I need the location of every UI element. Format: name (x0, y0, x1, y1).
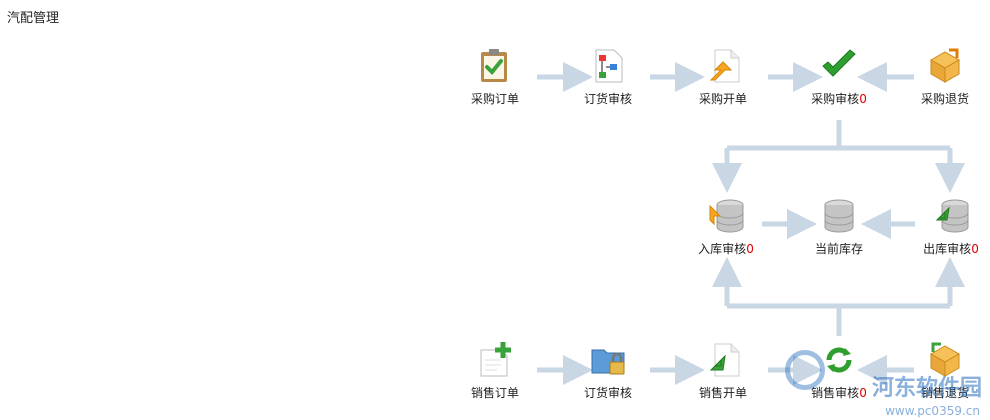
database-out-icon (935, 199, 969, 233)
node-sales-invoice[interactable]: 销售开单 (683, 340, 763, 401)
pending-count: 0 (971, 242, 979, 256)
document-arrow-icon (709, 49, 740, 83)
pending-count: 0 (859, 92, 867, 106)
node-purchase-order[interactable]: 采购订单 (455, 46, 535, 107)
green-refresh-icon (826, 347, 852, 373)
node-label: 订货审核 (583, 92, 632, 106)
watermark-logo-icon (785, 350, 825, 390)
node-label: 订货审核 (583, 386, 632, 400)
node-label: 销售订单 (470, 386, 519, 400)
node-label: 采购订单 (470, 92, 519, 106)
pending-count: 0 (859, 386, 867, 400)
node-purchase-order-review[interactable]: 订货审核 (568, 46, 648, 107)
node-purchase-invoice[interactable]: 采购开单 (683, 46, 763, 107)
node-sales-order[interactable]: 销售订单 (455, 340, 535, 401)
pending-count: 0 (746, 242, 754, 256)
node-label: 采购开单 (698, 92, 747, 106)
document-plus-icon (480, 342, 511, 377)
document-down-icon (709, 343, 740, 377)
page-title: 汽配管理 (7, 11, 60, 26)
node-stock-in-review[interactable]: 入库审核0 (686, 196, 766, 257)
node-label: 销售退货 (920, 386, 969, 400)
box-return-icon (929, 342, 961, 377)
node-label: 当前库存 (814, 242, 863, 256)
watermark-text: 河东软件园 (871, 375, 982, 401)
flowchart-icon (595, 49, 623, 83)
node-stock-out-review[interactable]: 出库审核0 (911, 196, 990, 257)
node-purchase-review[interactable]: 采购审核0 (799, 46, 879, 107)
node-purchase-return[interactable]: 采购退货 (905, 46, 985, 107)
node-label: 入库审核 (698, 242, 747, 256)
node-label: 采购退货 (920, 92, 969, 106)
watermark-url: www.pc0359.cn (885, 404, 980, 418)
green-check-icon (822, 49, 856, 77)
node-sales-return[interactable]: 销售退货 (905, 340, 985, 401)
database-icon (824, 199, 854, 233)
node-label: 出库审核 (923, 242, 972, 256)
box-return-icon (929, 48, 961, 83)
node-label: 采购审核 (811, 92, 860, 106)
folder-lock-icon (591, 349, 625, 375)
node-sales-review[interactable]: 销售审核0 (799, 340, 879, 401)
clipboard-check-icon (481, 49, 507, 82)
node-current-stock[interactable]: 当前库存 (799, 196, 879, 257)
database-in-icon (709, 199, 744, 233)
node-label: 销售审核 (811, 386, 860, 400)
node-sales-order-review[interactable]: 订货审核 (568, 340, 648, 401)
node-label: 销售开单 (698, 386, 747, 400)
